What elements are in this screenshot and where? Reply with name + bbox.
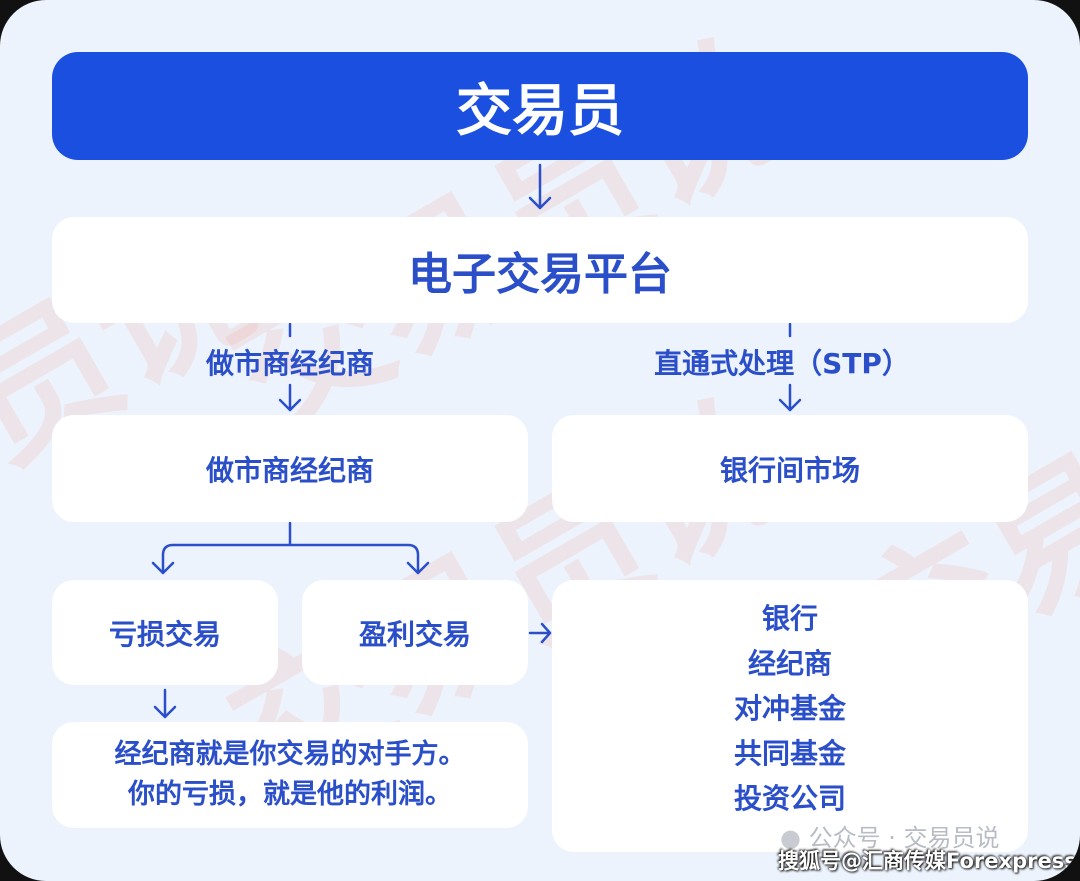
source-watermark: 搜狐号@汇商传媒Forexpress <box>778 849 1077 873</box>
wechat-text: 公众号 · 交易员说 <box>808 824 1000 852</box>
participant: 经纪商 <box>747 647 832 680</box>
conclusion-box: 经纪商就是你交易的对手方。 你的亏损，就是他的利润。 <box>52 722 528 828</box>
trader-title-box: 交易员 <box>52 52 1028 160</box>
market-maker-box: 做市商经纪商 <box>52 415 528 522</box>
profit-trade-box: 盈利交易 <box>302 580 528 685</box>
branch-connector <box>151 521 430 575</box>
branch-label-stp: 直通式处理（STP） <box>654 347 910 380</box>
arrow-down <box>528 163 552 210</box>
interbank-market-box: 银行间市场 <box>552 415 1028 522</box>
arrow-down <box>278 383 302 412</box>
conclusion-line: 经纪商就是你交易的对手方。 <box>114 739 466 770</box>
participant: 银行 <box>761 602 818 635</box>
participant: 共同基金 <box>733 737 846 770</box>
arrow-down <box>153 688 177 719</box>
participant: 对冲基金 <box>733 692 846 725</box>
branch-label-market-maker: 做市商经纪商 <box>205 347 375 380</box>
conclusion-line: 你的亏损，就是他的利润。 <box>128 779 452 810</box>
participant: 投资公司 <box>733 782 846 815</box>
arrow-right <box>528 622 552 644</box>
wechat-account-label: ● 公众号 · 交易员说 <box>780 818 999 853</box>
loss-trade-box: 亏损交易 <box>52 580 278 685</box>
arrow-down <box>778 383 802 412</box>
electronic-platform-box: 电子交易平台 <box>52 217 1028 323</box>
wechat-icon: ● <box>780 824 801 852</box>
participants-box: 银行 经纪商 对冲基金 共同基金 投资公司 <box>552 580 1028 852</box>
